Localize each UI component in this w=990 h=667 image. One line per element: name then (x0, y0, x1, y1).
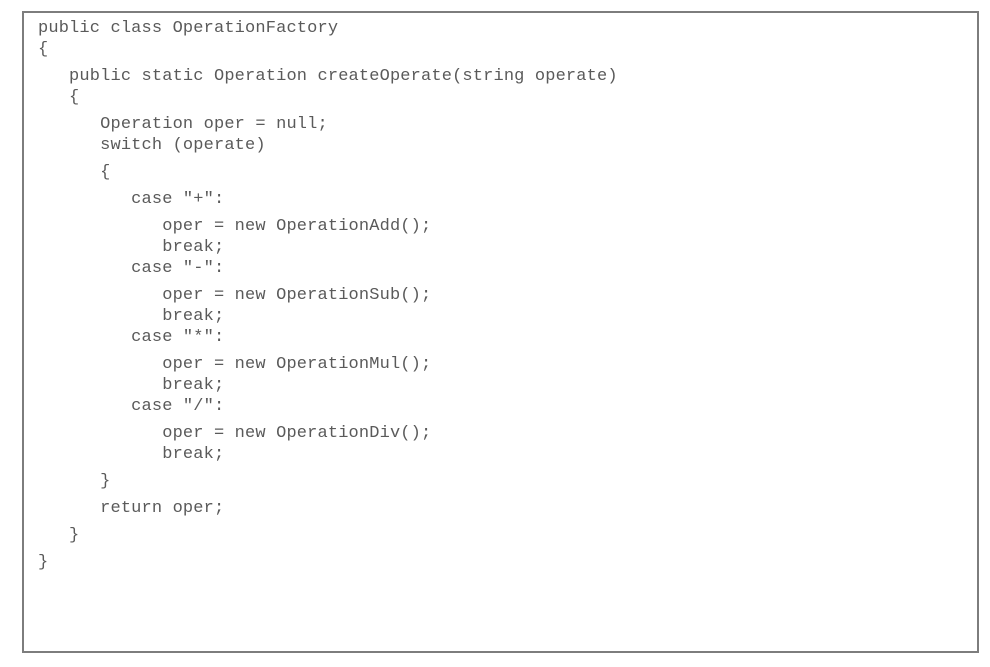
code-line: oper = new OperationAdd(); (38, 217, 432, 236)
code-listing: public class OperationFactory { public st… (38, 18, 977, 573)
code-line: oper = new OperationSub(); (38, 286, 432, 305)
code-line: public static Operation createOperate(st… (38, 67, 618, 86)
code-line: case "/": (38, 397, 225, 416)
code-line: { (38, 163, 111, 182)
code-line: oper = new OperationDiv(); (38, 424, 432, 443)
code-line: case "-": (38, 259, 225, 278)
code-listing-frame: public class OperationFactory { public st… (22, 11, 979, 653)
code-line: break; (38, 376, 225, 395)
code-line: } (38, 526, 80, 545)
code-line: { (38, 40, 49, 59)
code-line: case "*": (38, 328, 225, 347)
code-line: case "+": (38, 190, 225, 209)
code-line: oper = new OperationMul(); (38, 355, 432, 374)
code-line: switch (operate) (38, 136, 266, 155)
code-line: break; (38, 307, 225, 326)
code-line: break; (38, 445, 225, 464)
code-line: Operation oper = null; (38, 115, 328, 134)
code-line: } (38, 472, 111, 491)
code-line: break; (38, 238, 225, 257)
code-line: } (38, 553, 49, 572)
code-line: public class OperationFactory (38, 19, 339, 38)
code-line: { (38, 88, 80, 107)
code-line: return oper; (38, 499, 225, 518)
